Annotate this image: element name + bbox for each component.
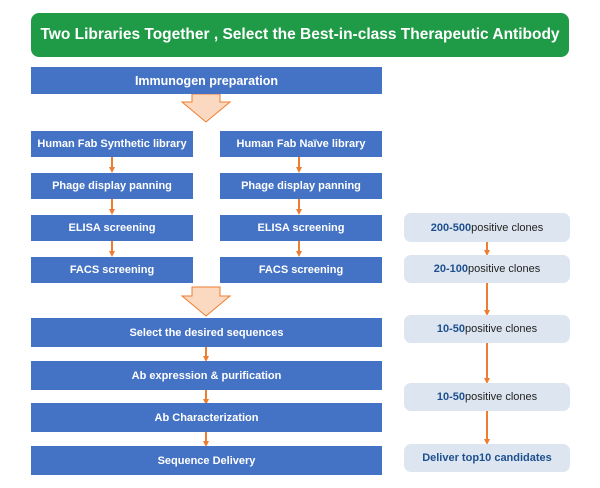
right-step-naive-library: Human Fab Naïve library	[220, 131, 382, 157]
final-step-characterization: Ab Characterization	[31, 403, 382, 432]
right-step-elisa: ELISA screening	[220, 215, 382, 241]
clones-label: positive clones	[464, 323, 538, 335]
clones-pill-select: 10-50 positive clones	[404, 315, 570, 343]
right-step-facs: FACS screening	[220, 257, 382, 283]
clones-label: positive clones	[471, 221, 544, 234]
left-step-elisa: ELISA screening	[31, 215, 193, 241]
deliver-candidates-pill: Deliver top10 candidates	[404, 444, 570, 472]
clones-label: positive clones	[464, 391, 538, 403]
clones-count: 20-100	[433, 263, 469, 275]
left-step-synthetic-library: Human Fab Synthetic library	[31, 131, 193, 157]
clones-count: 10-50	[436, 391, 465, 403]
clones-pill-characterization: 10-50 positive clones	[404, 383, 570, 411]
title-banner: Two Libraries Together , Select the Best…	[31, 13, 569, 57]
big-down-arrow-1	[180, 93, 232, 123]
clones-label: positive clones	[468, 263, 541, 275]
left-step-phage-panning: Phage display panning	[31, 173, 193, 199]
left-step-facs: FACS screening	[31, 257, 193, 283]
final-step-expression: Ab expression & purification	[31, 361, 382, 390]
clones-pill-elisa: 200-500 positive clones	[404, 213, 570, 242]
immunogen-step: Immunogen preparation	[31, 67, 382, 94]
clones-count: 10-50	[436, 323, 465, 335]
final-step-delivery: Sequence Delivery	[31, 446, 382, 475]
right-step-phage-panning: Phage display panning	[220, 173, 382, 199]
clones-count: 200-500	[430, 221, 472, 234]
final-step-select-sequences: Select the desired sequences	[31, 318, 382, 347]
big-down-arrow-2	[180, 286, 232, 317]
